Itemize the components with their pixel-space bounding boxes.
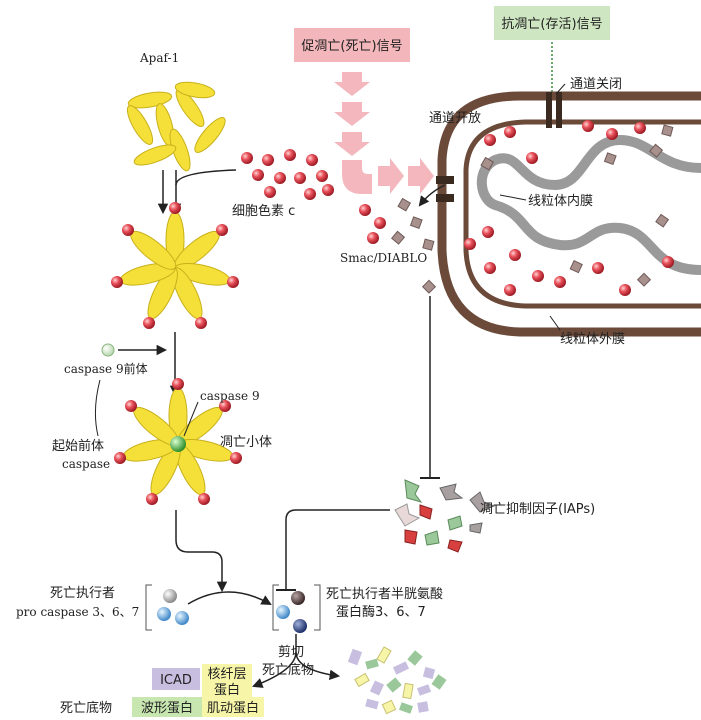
smac-diablo-label: Smac/DIABLO <box>340 251 427 265</box>
open-channel-bottom <box>436 194 454 202</box>
icad-box <box>152 668 200 690</box>
cleave-label-line2: 死亡底物 <box>262 662 314 678</box>
apaf1-monomers <box>126 81 226 172</box>
iaps-label: 凋亡抑制因子(IAPs) <box>480 502 595 517</box>
procaspase9-ball <box>101 343 115 357</box>
actin-label: 肌动蛋白 <box>207 700 259 716</box>
executioner-label-line1: 死亡执行者 <box>50 586 115 601</box>
open-channel-top <box>436 176 454 184</box>
cytochrome-c-cluster <box>241 149 334 200</box>
iaps-cluster <box>394 479 496 553</box>
mitochondrial-cytochrome-c <box>464 120 674 296</box>
closed-channel-right <box>556 92 562 128</box>
death-substrates-label: 死亡底物 <box>60 700 112 716</box>
released-cytochrome-c <box>359 204 386 244</box>
mitochondrion <box>436 91 701 337</box>
closed-channel-left <box>546 92 552 128</box>
icad-label: ICAD <box>160 673 192 688</box>
outer-membrane <box>437 91 701 337</box>
active-caspase-label-line1: 死亡执行者半胱氨酸 <box>326 587 443 602</box>
active-caspase-label-line2: 蛋白酶3、6、7 <box>336 604 426 620</box>
channel-closed-label: 通道关闭 <box>570 77 622 92</box>
fodrin-box <box>132 697 202 717</box>
anti-apoptotic-signal-box <box>494 6 610 40</box>
procaspase-blue-ball-2 <box>175 611 189 625</box>
procaspase-blue-ball-1 <box>157 607 171 621</box>
channel-open-label: 通道开放 <box>429 111 481 126</box>
cleaved-fragments <box>347 646 447 715</box>
pro-apoptotic-arrow-path <box>334 72 434 194</box>
caspase9-active-ball <box>170 436 186 452</box>
apaf1-heptamer <box>111 202 239 329</box>
caspase9-label: caspase 9 <box>200 389 260 403</box>
lamin-label-line1: 核纤层 <box>207 667 246 682</box>
apoptosome <box>114 378 242 505</box>
active-caspase-dark-ball <box>291 591 305 605</box>
apoptosome-label: 凋亡小体 <box>220 435 272 450</box>
procaspase-grey-ball <box>163 589 177 603</box>
active-caspase-blue-ball <box>276 605 290 619</box>
iap-inhibit-line <box>285 509 390 590</box>
outer-membrane-inner-layer <box>463 119 701 309</box>
apaf1-label: Apaf-1 <box>139 51 179 65</box>
anti-apoptotic-signal-label: 抗凋亡(存活)信号 <box>501 17 602 32</box>
released-smac <box>391 197 437 294</box>
lamin-box <box>202 664 252 700</box>
lamin-label-line2: 蛋白 <box>214 682 240 698</box>
initiator-label-line1: 起始前体 <box>52 438 104 454</box>
pro-apoptotic-signal-box <box>294 28 410 62</box>
initiator-label-line2: caspase <box>62 457 110 471</box>
active-caspase-navy-ball <box>293 619 307 633</box>
inner-membrane-label: 线粒体内膜 <box>528 193 593 209</box>
cleave-label-line1: 剪切 <box>278 644 304 660</box>
fodrin-label: 波形蛋白 <box>141 700 193 716</box>
pro-apoptotic-signal-label: 促凋亡(死亡)信号 <box>301 39 402 54</box>
cytochrome-c-label: 细胞色素 c <box>232 203 295 219</box>
mitochondrial-smac <box>480 124 674 287</box>
actin-box <box>202 697 264 717</box>
inner-membrane <box>476 134 701 275</box>
outer-membrane-label: 线粒体外膜 <box>560 332 625 347</box>
procaspase9-label: caspase 9前体 <box>64 361 148 376</box>
executioner-label-line2: pro caspase 3、6、7 <box>16 605 139 619</box>
